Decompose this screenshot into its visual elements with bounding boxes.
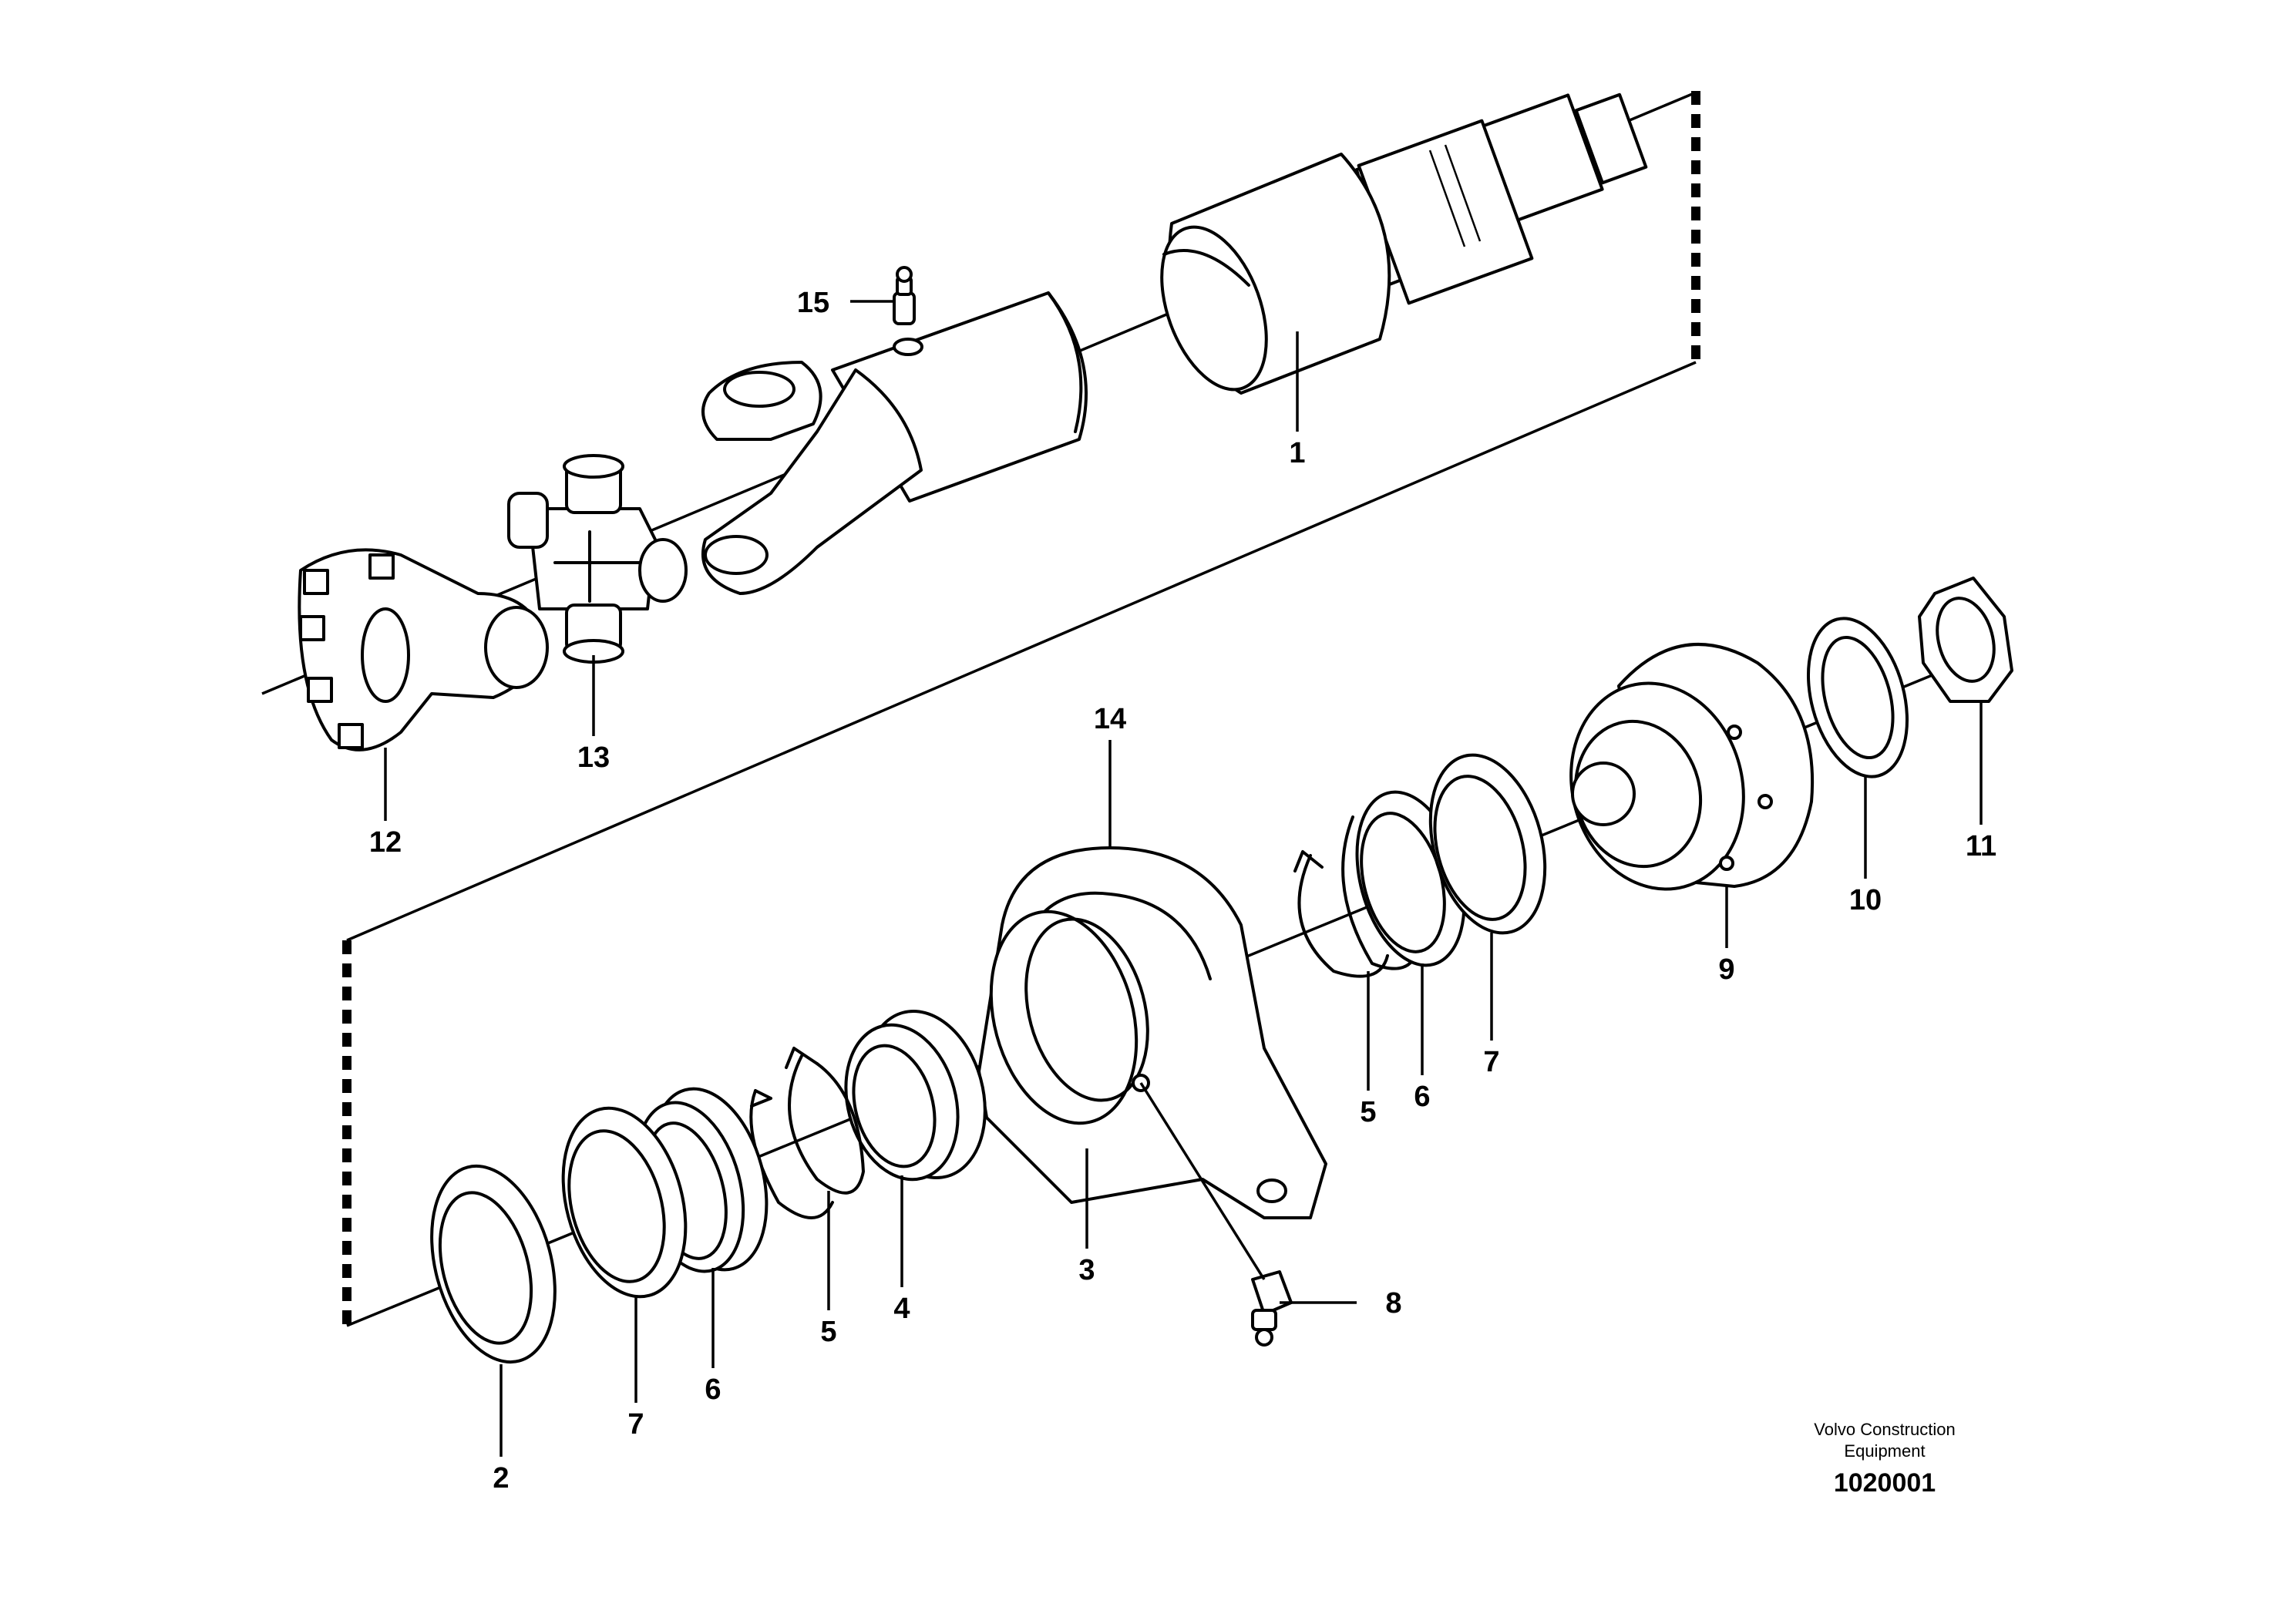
hex-nut	[1918, 577, 2013, 703]
callout-10: 10	[1849, 884, 1882, 916]
brand-line-1: Volvo Construction	[1814, 1420, 1955, 1439]
washer	[1806, 617, 1909, 778]
callout-7-right: 7	[1483, 1046, 1499, 1078]
bearing-support-housing	[977, 846, 1327, 1219]
callout-4: 4	[893, 1293, 910, 1325]
leader-lines	[384, 300, 1983, 1457]
universal-joint-cross	[507, 454, 688, 664]
callout-1: 1	[1289, 437, 1305, 469]
callout-6-right: 6	[1414, 1081, 1430, 1113]
callout-5-right: 5	[1360, 1096, 1376, 1128]
callout-6-left: 6	[705, 1374, 721, 1406]
callout-11: 11	[1966, 830, 1996, 862]
connector-line	[346, 361, 1697, 942]
flange-hub	[1569, 643, 1815, 891]
protective-sleeve	[1160, 153, 1391, 395]
callout-13: 13	[577, 741, 610, 774]
callout-7-left: 7	[627, 1408, 644, 1441]
slip-yoke	[701, 361, 923, 595]
brand-line-2: Equipment	[1844, 1441, 1925, 1461]
drawing-footer: Volvo Construction Equipment 1020001	[1814, 1420, 1955, 1498]
callout-12: 12	[369, 826, 402, 859]
seal-2	[430, 1164, 557, 1364]
flange-yoke	[298, 548, 549, 751]
grease-nipple-upper	[893, 266, 923, 356]
drawing-number: 1020001	[1834, 1468, 1936, 1498]
callout-labels: 1 2 3 4 5 5 6 6 7 7 8 9 10 11 12 13 14 1…	[369, 287, 1996, 1495]
seal-7-left	[561, 1106, 688, 1299]
flange-teeth	[299, 553, 395, 749]
grease-nipple-lower	[1251, 1270, 1293, 1347]
callout-9: 9	[1718, 953, 1734, 986]
callout-2: 2	[493, 1462, 509, 1495]
callout-14: 14	[1094, 703, 1126, 735]
callout-3: 3	[1078, 1254, 1095, 1286]
callout-8: 8	[1385, 1287, 1401, 1320]
bearing-4	[844, 1009, 987, 1182]
circlip-left	[749, 1047, 865, 1219]
callout-5-left: 5	[820, 1316, 836, 1348]
circlip-right	[1293, 815, 1420, 978]
splined-shaft	[1355, 92, 1648, 305]
callout-15: 15	[797, 287, 829, 319]
seal-7-right	[1428, 753, 1547, 935]
